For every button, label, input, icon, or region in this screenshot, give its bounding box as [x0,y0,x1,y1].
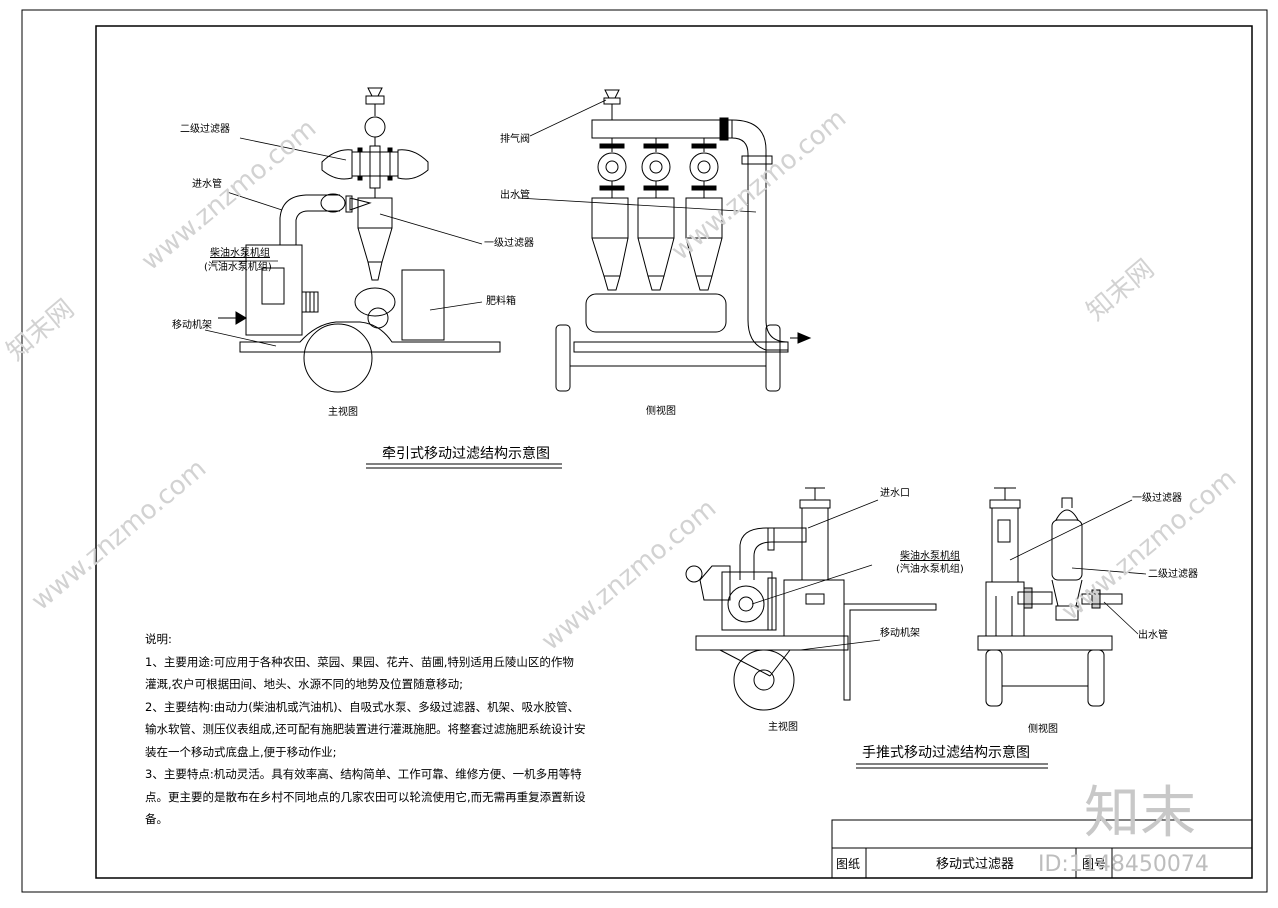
title-block-name: 移动式过滤器 [936,857,1015,872]
handcart-side-leaders [1009,499,1147,635]
label-inlet: 进水口 [880,488,910,499]
notes-line: 点。更主要的是散布在乡村不同地点的几家农田可以轮流使用它,而无需再重复添置新设 [145,789,586,804]
notes-line: 3、主要特点:机动灵活。具有效率高、结构简单、工作可靠、维修方便、一机多用等特 [145,767,582,781]
title-block-number-label: 图号 [1082,857,1107,871]
handcart-title: 手推式移动过滤结构示意图 [862,745,1030,761]
traction-side-view-caption: 侧视图 [646,406,676,417]
notes-line: 2、主要结构:由动力(柴油机或汽油机)、自吸式水泵、多级过滤器、机架、吸水胶管、 [145,699,580,714]
label-fertilizer-tank: 肥料箱 [486,296,516,307]
label-mobile-frame: 移动机架 [172,320,212,331]
label-hc-gasoline-pump: (汽油水泵机组) [896,564,964,575]
label-hc-diesel-pump: 柴油水泵机组 [900,551,960,562]
title-block [831,819,1253,879]
title-block-label: 图纸 [836,857,861,871]
label-primary-filter: 一级过滤器 [484,238,534,249]
label-outlet-pipe: 出水管 [500,190,530,201]
notes: 说明: 1、主要用途:可应用于各种农田、菜园、果园、花卉、苗圃,特别适用丘陵山区… [145,628,645,831]
traction-front-view [218,87,501,393]
traction-side-view [555,89,812,392]
handcart-title-underline [856,763,1048,769]
label-hc-outlet-pipe: 出水管 [1138,630,1168,641]
inner-border [95,25,1253,879]
notes-line: 1、主要用途:可应用于各种农田、菜园、果园、花卉、苗圃,特别适用丘陵山区的作物 [145,654,574,669]
notes-line: 灌溉,农户可根据田间、地头、水源不同的地势及位置随意移动; [145,677,464,691]
label-secondary-filter: 二级过滤器 [180,124,230,135]
label-exhaust-valve: 排气阀 [500,134,530,145]
label-diesel-pump: 柴油水泵机组 [210,248,270,259]
traction-side-leaders [517,99,757,213]
label-hc-primary-filter: 一级过滤器 [1132,493,1182,504]
label-hc-secondary-filter: 二级过滤器 [1148,569,1198,580]
handcart-front-view [685,487,937,711]
notes-line: 备。 [145,812,168,826]
notes-heading: 说明: [145,632,172,646]
handcart-front-leaders [751,499,881,651]
notes-line: 输水软管、测压仪表组成,还可配有施肥装置进行灌溉施肥。将整套过滤施肥系统设计安 [145,722,586,736]
handcart-side-view [977,487,1123,707]
outer-border [21,9,1268,893]
notes-line: 装在一个移动式底盘上,便于移动作业; [145,744,337,759]
handcart-front-view-caption: 主视图 [768,722,798,733]
label-gasoline-pump: (汽油水泵机组) [204,262,272,273]
traction-front-leaders [204,137,483,347]
traction-title: 牵引式移动过滤结构示意图 [382,446,550,462]
label-inlet-pipe: 进水管 [192,179,222,190]
label-hc-mobile-frame: 移动机架 [880,628,920,639]
traction-title-underline [366,463,562,469]
handcart-side-view-caption: 侧视图 [1028,724,1058,735]
traction-front-view-caption: 主视图 [328,407,358,418]
